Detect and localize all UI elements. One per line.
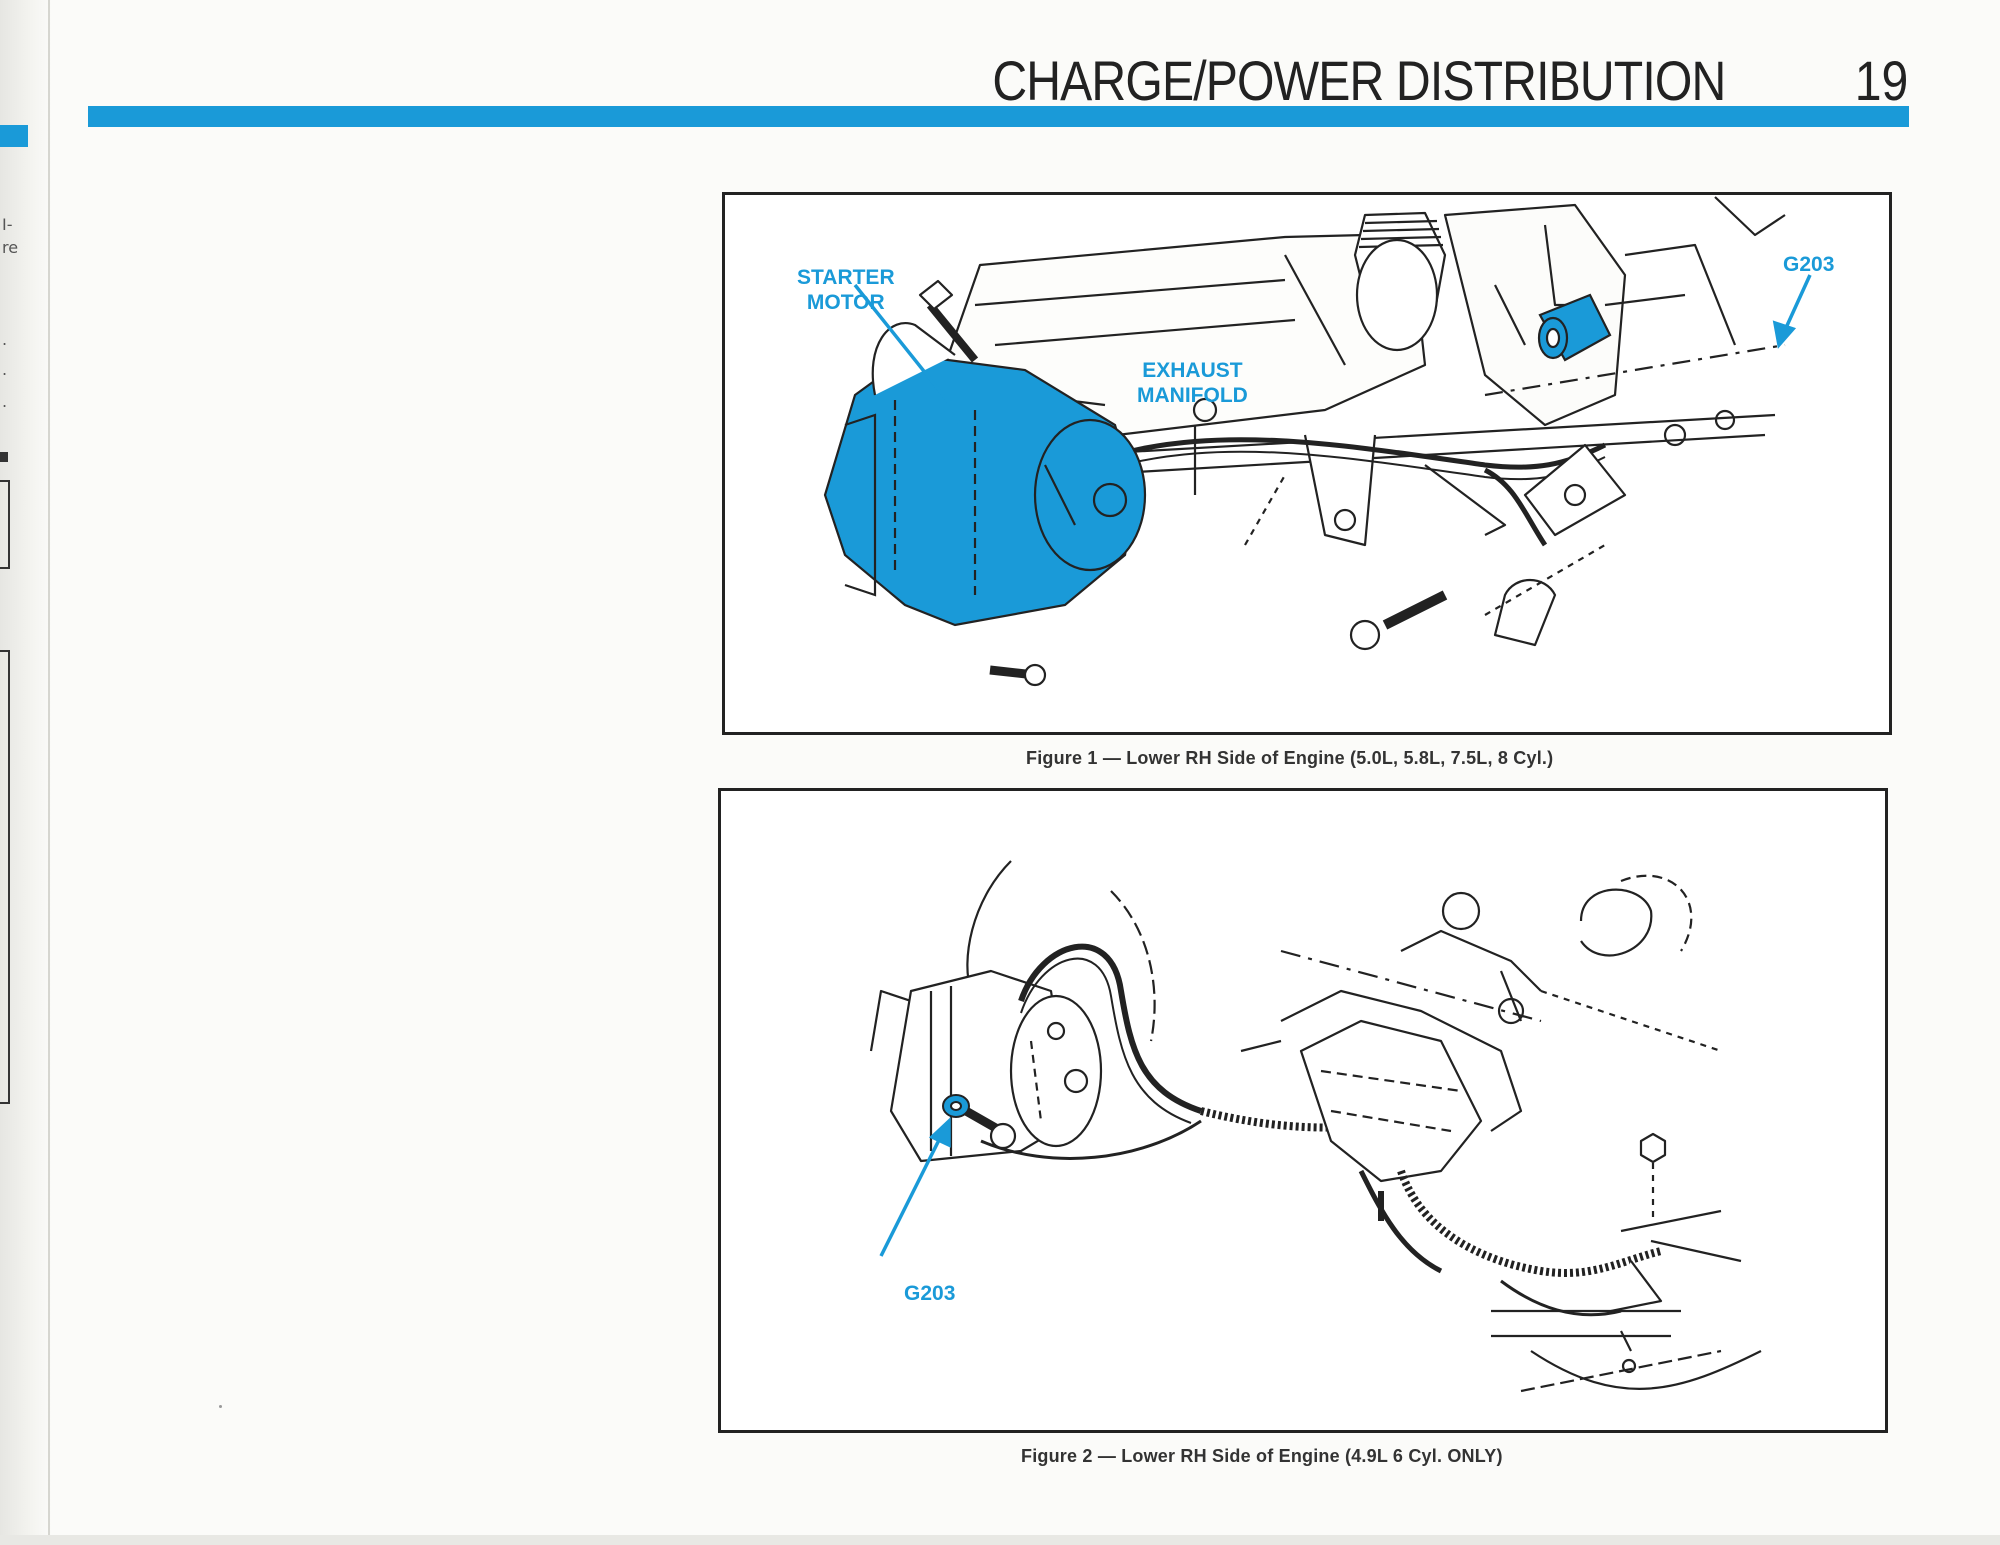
starter-motor-label-line2: MOTOR: [806, 291, 885, 314]
previous-page-tab: [0, 125, 28, 147]
binding-fold: [48, 0, 50, 1545]
figure-1-caption: Figure 1 — Lower RH Side of Engine (5.0L…: [1026, 748, 1554, 768]
exhaust-manifold-label: EXHAUST MANIFOLD: [1137, 358, 1248, 408]
figure-1-frame: STARTER MOTOR EXHAUST MANIFOLD G203: [722, 192, 1892, 735]
section-title: CHARGE/POWER DISTRIBUTION: [991, 49, 1726, 112]
g203-label-figure-1: G203: [1783, 253, 1835, 276]
starter-motor-label: STARTER MOTOR: [797, 265, 895, 315]
exhaust-manifold-label-line1: EXHAUST: [1142, 359, 1243, 382]
page-number: 19: [1854, 49, 1908, 112]
previous-page-fragment: I-: [2, 215, 13, 234]
figure-2-frame: G203: [718, 788, 1888, 1433]
previous-page-fragment: .: [2, 360, 8, 379]
previous-page-fragment: re: [2, 238, 19, 257]
g203-label-figure-2: G203: [904, 1282, 956, 1305]
starter-motor-label-line1: STARTER: [797, 266, 895, 289]
previous-page-box: [0, 480, 10, 569]
page-bottom-edge: [0, 1535, 2000, 1545]
figure-1-illustration: [823, 196, 1812, 687]
exhaust-manifold-label-line2: MANIFOLD: [1137, 384, 1248, 407]
figure-2-illustration: [869, 860, 1762, 1393]
previous-page-fragment: .: [2, 330, 8, 349]
figure-2-caption: Figure 2 — Lower RH Side of Engine (4.9L…: [1021, 1446, 1503, 1466]
previous-page-marker: [0, 452, 8, 462]
previous-page-fragment: .: [2, 392, 8, 411]
previous-page-box: [0, 650, 10, 1104]
header-rule: [88, 106, 1909, 127]
stray-mark: [219, 1405, 222, 1408]
